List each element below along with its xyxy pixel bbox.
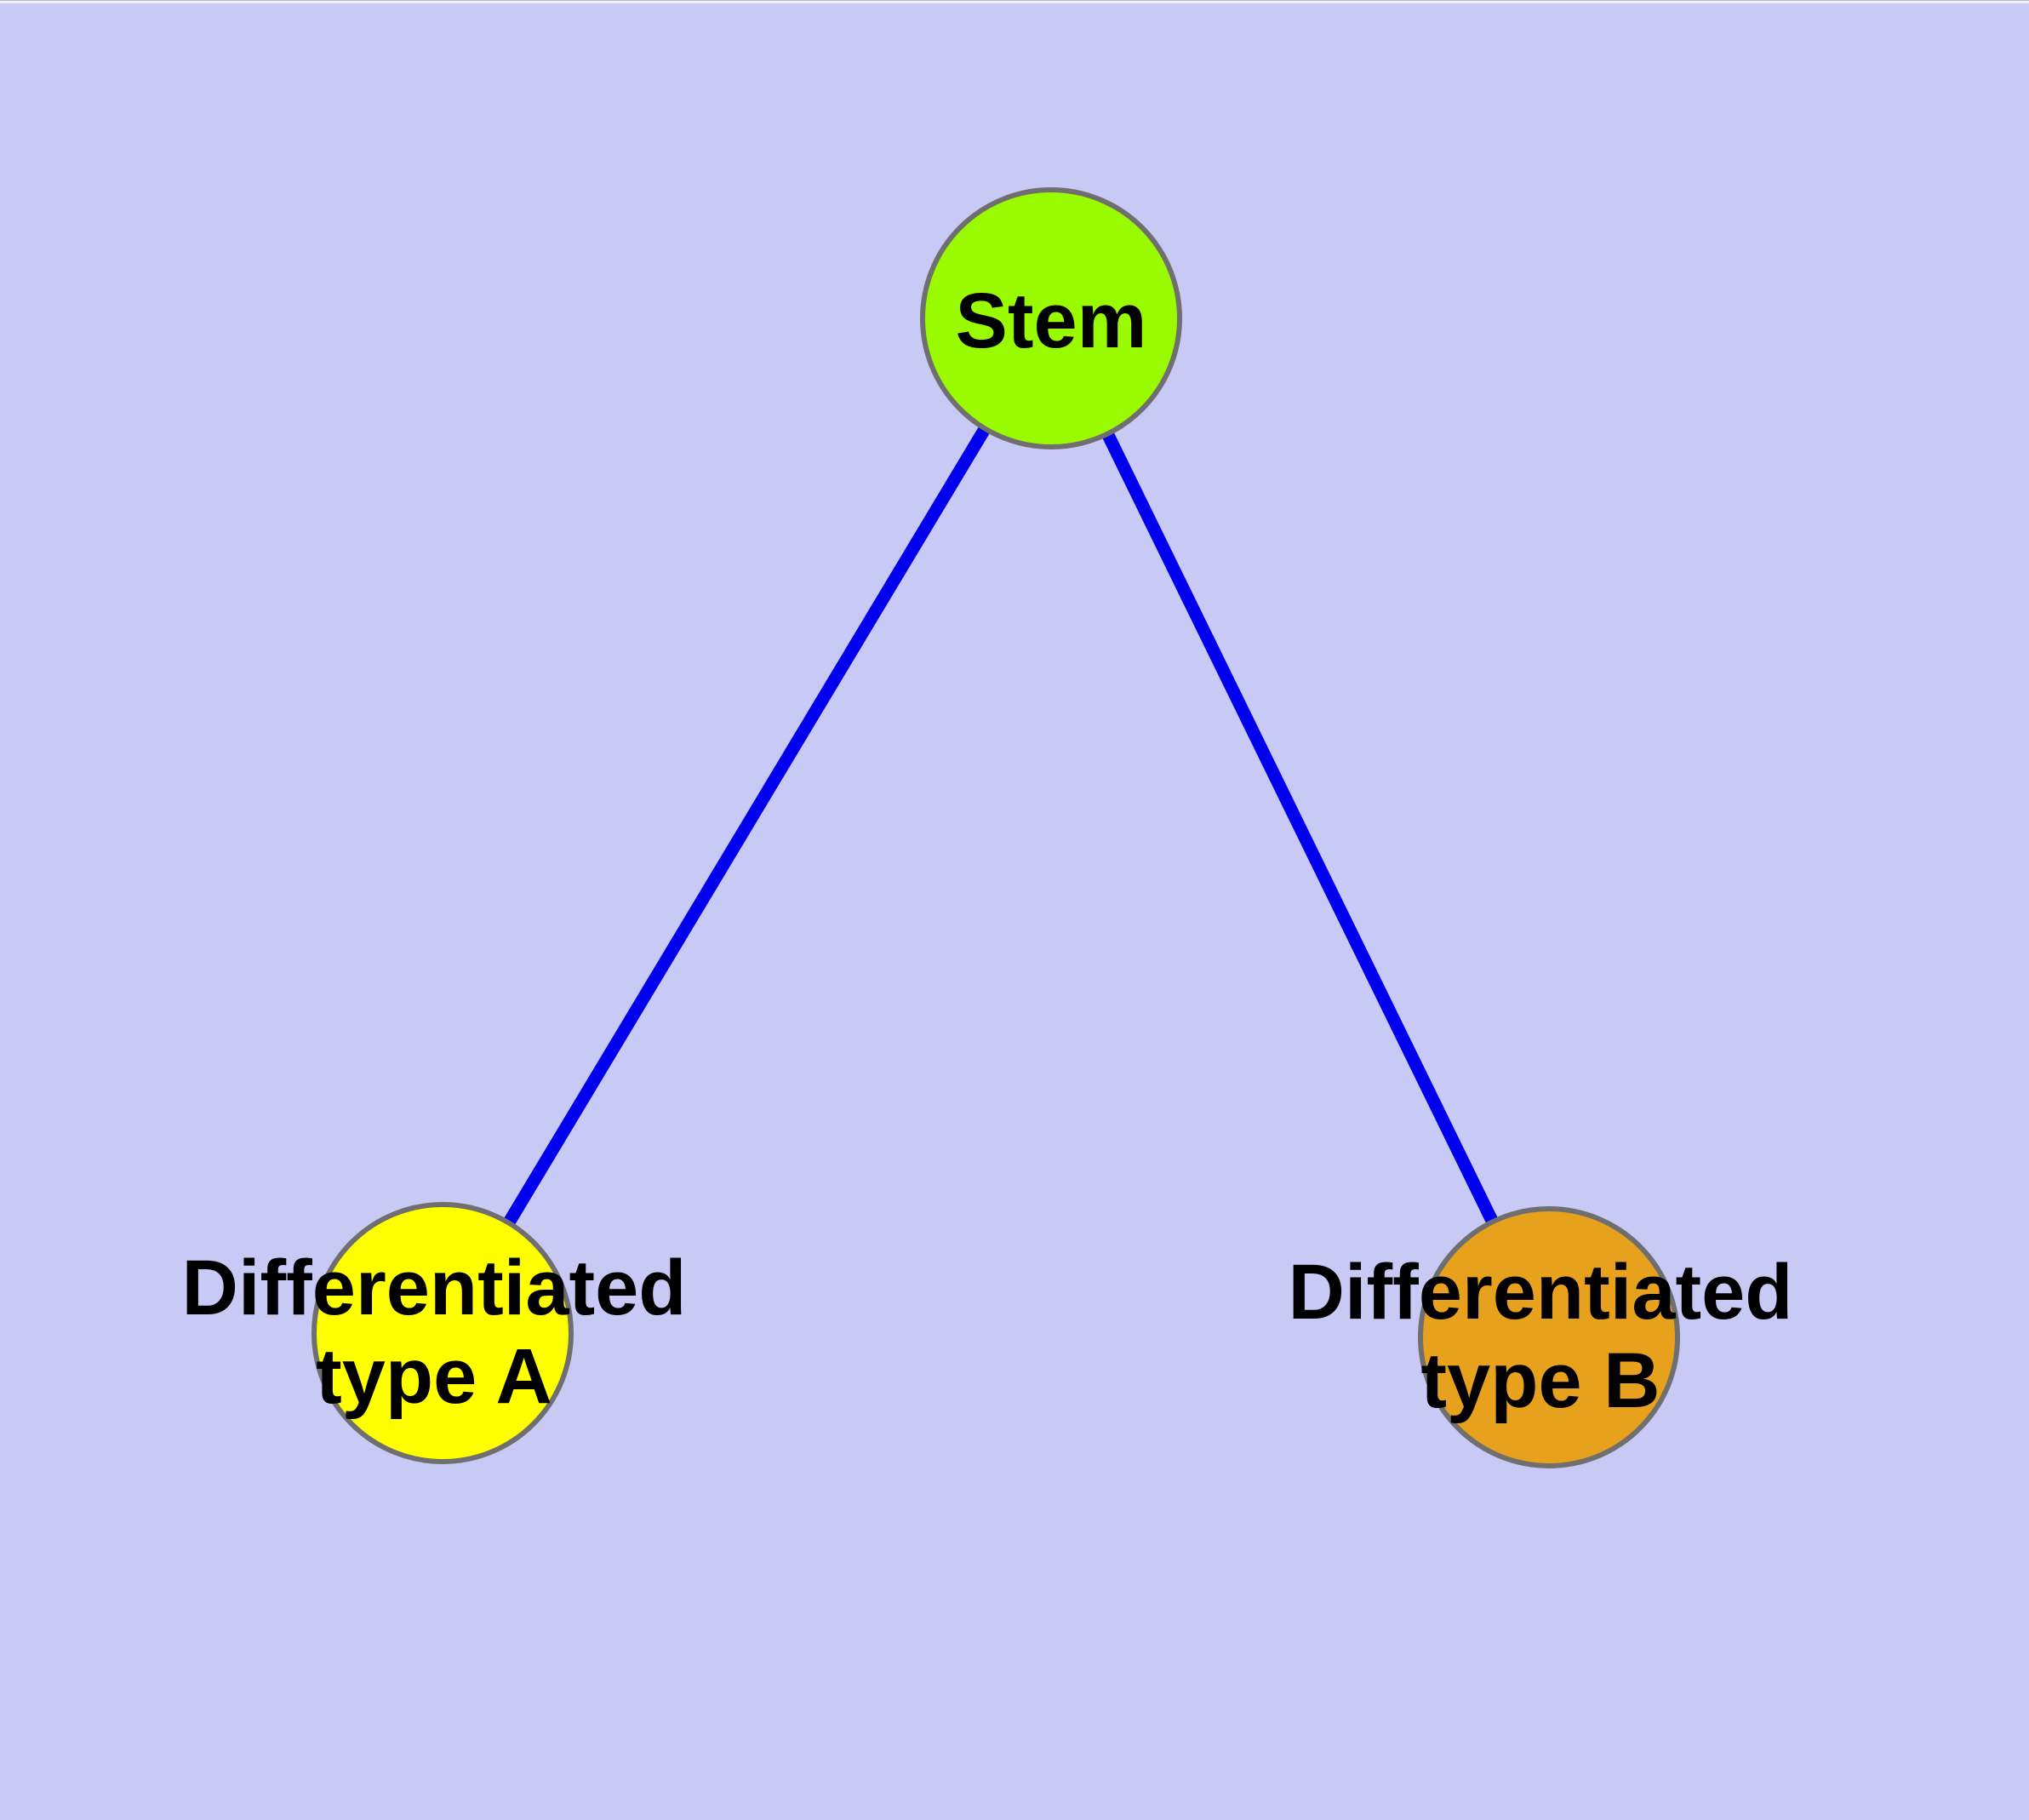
differentiated-type-b-node bbox=[1418, 1206, 1680, 1468]
edge-stem-to-type-b bbox=[1045, 315, 1555, 1341]
stem-node bbox=[920, 187, 1182, 449]
differentiated-type-b-label: Differentiated type B bbox=[1288, 1249, 1793, 1424]
differentiated-type-a-label: Differentiated type A bbox=[181, 1245, 687, 1420]
window-top-edge bbox=[0, 0, 2029, 3]
stem-node-label: Stem bbox=[955, 278, 1147, 365]
edge-stem-to-type-a bbox=[437, 315, 1057, 1336]
differentiated-type-a-node bbox=[311, 1202, 574, 1464]
